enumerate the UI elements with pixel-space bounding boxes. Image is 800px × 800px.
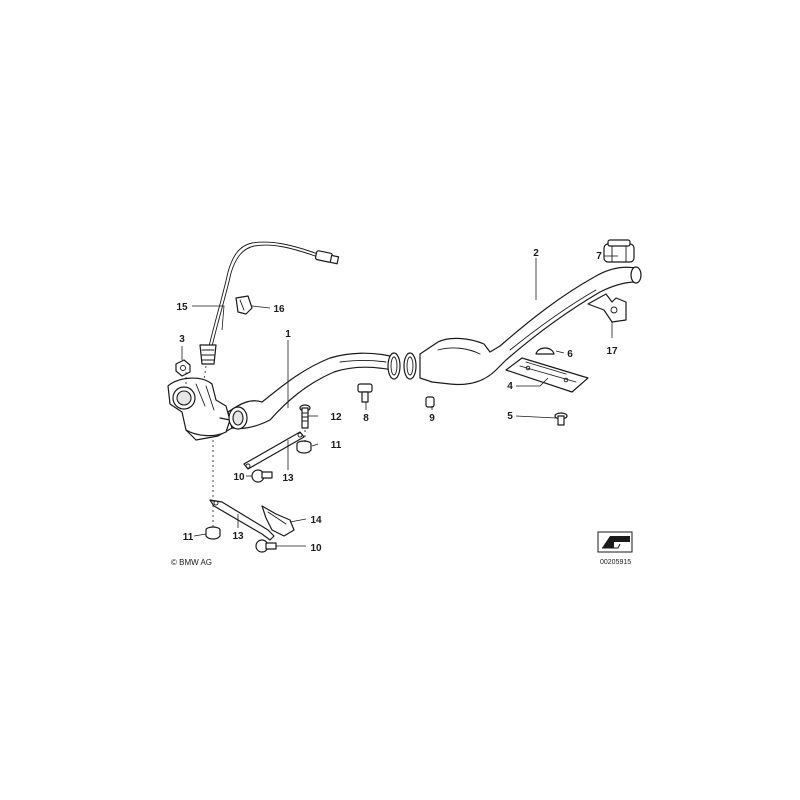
- callout-labels: 1 2 3 4 5 6 7 8 9 10 10 11 11 12 13 13 1…: [176, 248, 618, 554]
- callout-9: 9: [429, 413, 435, 424]
- callout-4: 4: [507, 381, 513, 392]
- front-catalytic-converter[interactable]: [167, 377, 233, 441]
- hex-nut[interactable]: [175, 359, 191, 377]
- drawing-reference-number: 00205915: [600, 559, 631, 566]
- bolt-10-upper[interactable]: [251, 469, 273, 483]
- callout-10-lower: 10: [310, 543, 322, 554]
- callout-15: 15: [176, 302, 188, 313]
- callout-6: 6: [567, 349, 573, 360]
- callout-11-upper: 11: [331, 440, 342, 451]
- pipe-gasket-left[interactable]: [387, 352, 401, 380]
- callout-8: 8: [363, 413, 369, 424]
- support-strut-upper[interactable]: [243, 431, 305, 470]
- callout-17: 17: [606, 346, 618, 357]
- callout-7: 7: [596, 251, 602, 262]
- rubber-cap[interactable]: [535, 347, 555, 355]
- rubber-mount-lower[interactable]: [205, 526, 221, 540]
- bolt-8[interactable]: [357, 383, 373, 403]
- sensor-clip[interactable]: [235, 295, 253, 315]
- support-strut-lower[interactable]: [209, 499, 275, 541]
- mounting-bracket[interactable]: [261, 505, 295, 537]
- callout-13-upper: 13: [282, 473, 294, 484]
- rubber-mount-upper[interactable]: [296, 440, 312, 454]
- bolt-10-lower[interactable]: [255, 539, 277, 553]
- exhaust-clamp[interactable]: [603, 239, 635, 263]
- rear-catalytic-converter-pipe[interactable]: [419, 266, 642, 386]
- screw-5[interactable]: [554, 412, 568, 426]
- nut-9[interactable]: [425, 396, 435, 408]
- assembly-lines: [185, 365, 306, 528]
- pipe-gasket-right[interactable]: [403, 352, 417, 380]
- heat-shield-plate[interactable]: [505, 357, 589, 393]
- callout-3: 3: [179, 334, 185, 345]
- bolt-12[interactable]: [299, 404, 311, 429]
- arrow-left-down-icon: [597, 531, 633, 553]
- callout-14: 14: [310, 515, 322, 526]
- callout-16: 16: [273, 304, 285, 315]
- callout-1: 1: [285, 329, 291, 340]
- callout-11-lower: 11: [183, 532, 194, 543]
- callout-5: 5: [507, 411, 513, 422]
- callout-2: 2: [533, 248, 539, 259]
- callout-13-lower: 13: [232, 531, 244, 542]
- callout-10-upper: 10: [233, 472, 245, 483]
- oxygen-sensor[interactable]: [199, 241, 340, 365]
- copyright-text: © BMW AG: [171, 558, 212, 567]
- callout-12: 12: [330, 412, 342, 423]
- rear-hanger-bracket[interactable]: [587, 293, 627, 323]
- leader-lines: [181, 255, 618, 547]
- front-exhaust-pipe[interactable]: [227, 352, 393, 430]
